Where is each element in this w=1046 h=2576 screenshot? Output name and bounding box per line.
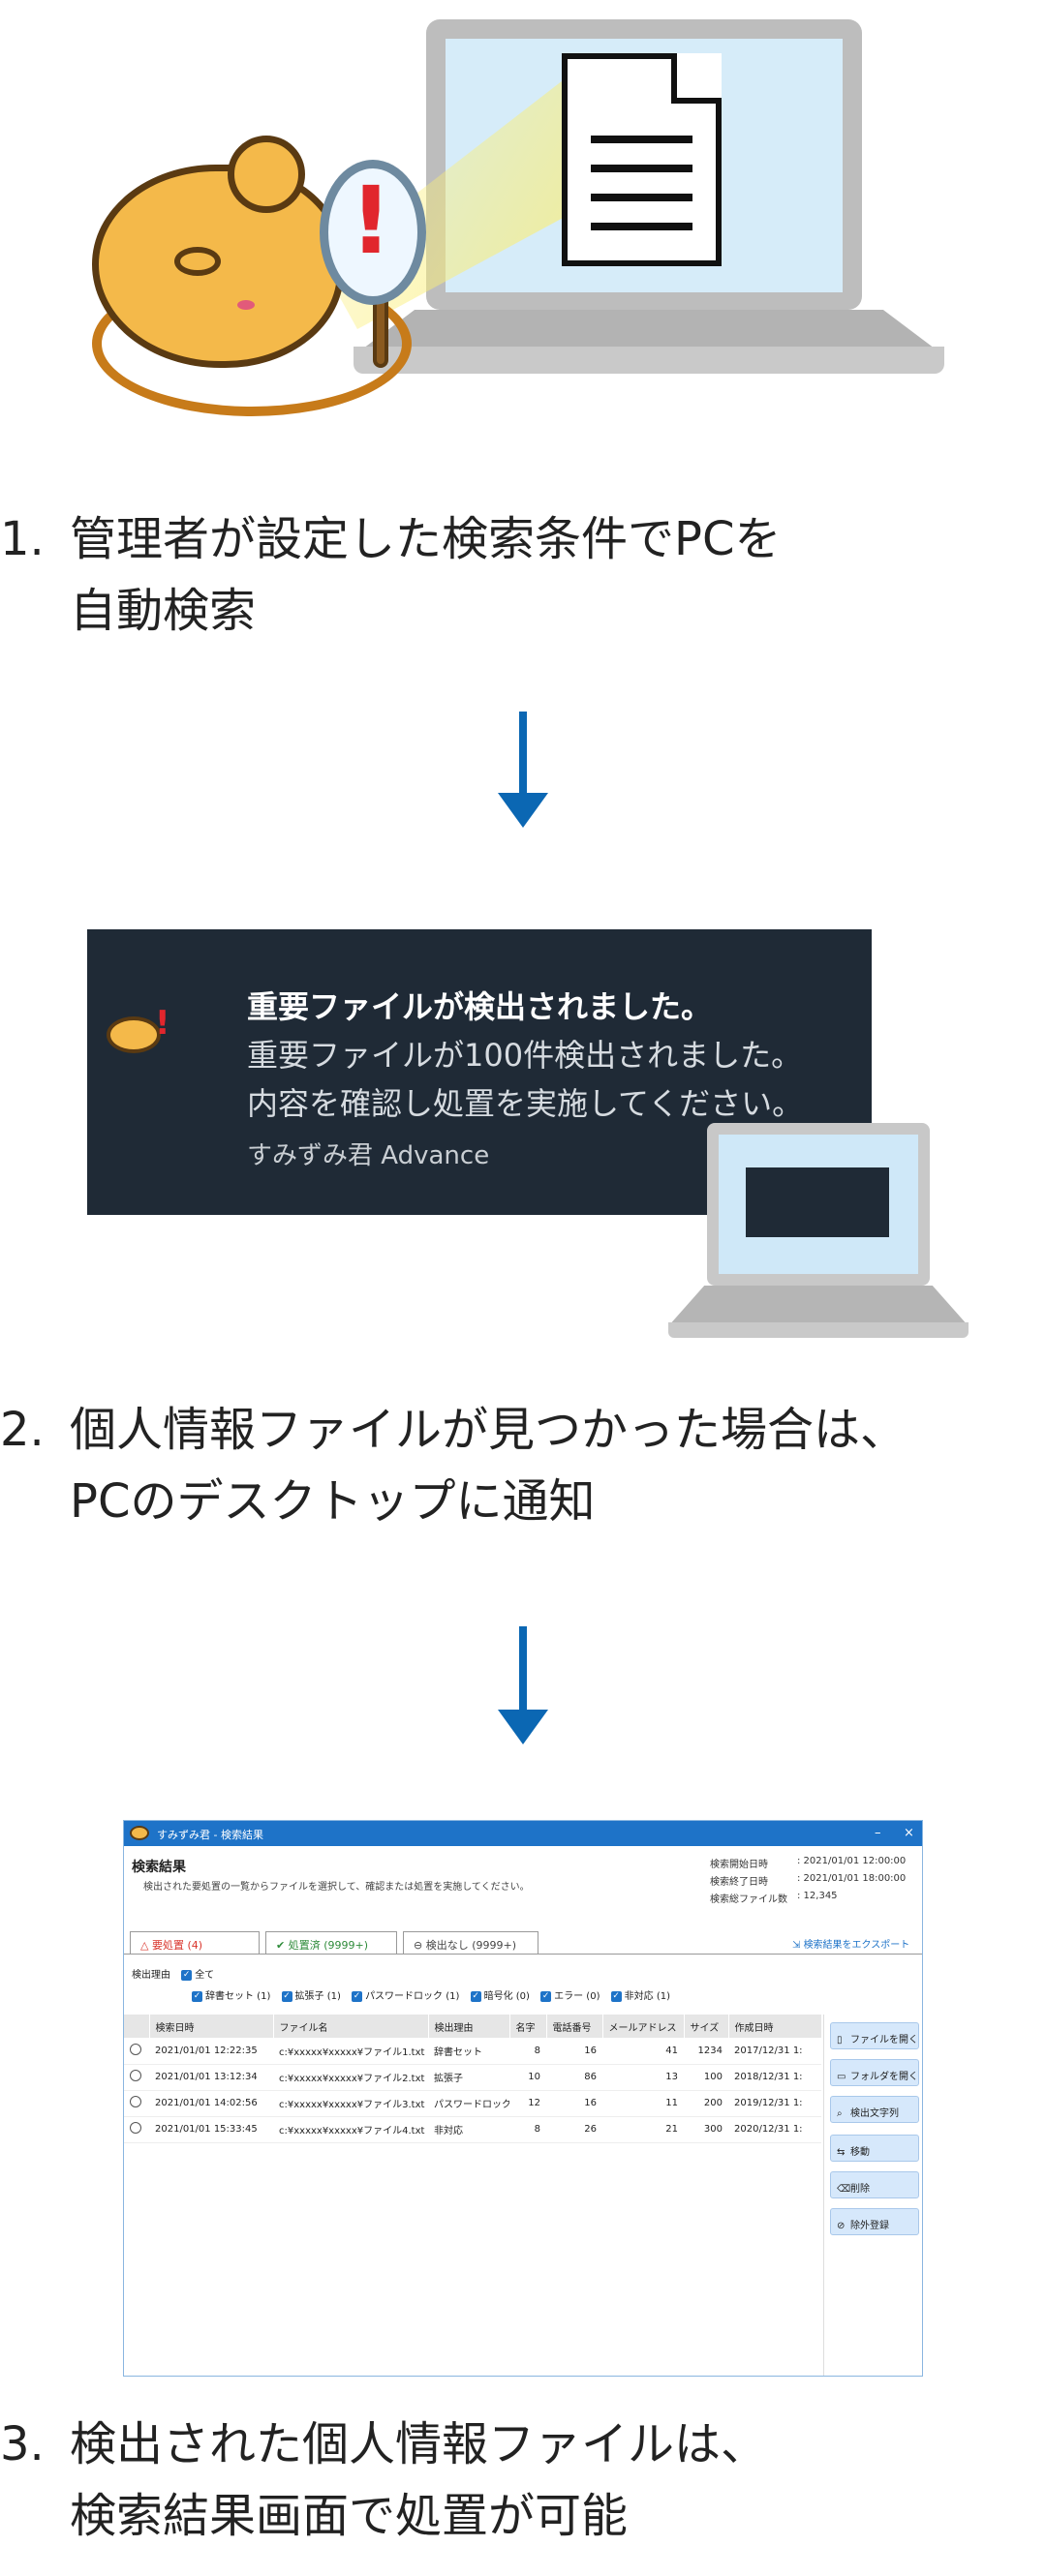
alert-icon: ! — [350, 167, 392, 275]
search-start-time: 検索開始日時: 2021/01/01 12:00:00 — [710, 1856, 907, 1870]
total-file-count: 検索総ファイル数: 12,345 — [710, 1891, 838, 1905]
folder-icon: ▭ — [837, 2072, 846, 2082]
table-row[interactable]: 2021/01/01 12:22:35 c:¥xxxxx¥xxxxx¥ファイル1… — [124, 2038, 821, 2065]
close-button[interactable]: × — [904, 1826, 914, 1840]
tab-needs-action[interactable]: △ 要処置 (4) — [130, 1931, 260, 1955]
magnifier-icon — [320, 160, 426, 305]
down-arrow-icon — [498, 712, 548, 828]
export-results-link[interactable]: ⇲ 検索結果をエクスポート — [792, 1940, 910, 1951]
open-file-button[interactable]: ▯ファイルを開く — [830, 2022, 919, 2049]
notification-body: 重要ファイルが100件検出されました。 — [247, 1037, 803, 1074]
check-icon: ✔ — [276, 1939, 286, 1952]
row-radio[interactable] — [130, 2043, 141, 2055]
warning-icon: △ — [140, 1939, 149, 1952]
step-1-caption: 1.管理者が設定した検索条件でPCを 自動検索 — [0, 512, 782, 638]
table-header: 検索日時 ファイル名 検出理由 名字 電話番号 メールアドレス サイズ 作成日時 — [124, 2015, 822, 2038]
filter-checkbox[interactable]: ✓エラー (0) — [540, 1990, 600, 2002]
page-description: 検出された要処置の一覧からファイルを選択して、確認または処置を実施してください。 — [143, 1882, 530, 1893]
detected-strings-button[interactable]: ⌕検出文字列 — [830, 2096, 919, 2123]
search-end-time: 検索終了日時: 2021/01/01 18:00:00 — [710, 1873, 907, 1888]
notification-body: 内容を確認し処置を実施してください。 — [247, 1085, 804, 1122]
tab-handled[interactable]: ✔ 処置済 (9999+) — [265, 1931, 397, 1955]
action-sidebar: ▯ファイルを開く ▭フォルダを開く ⌕検出文字列 ⇆移動 ⌫削除 ⊘除外登録 — [823, 2015, 922, 2376]
page-title: 検索結果 — [132, 1860, 186, 1875]
filter-checkbox[interactable]: ✓拡張子 (1) — [281, 1990, 341, 2002]
tab-no-detection[interactable]: ⊖ 検出なし (9999+) — [403, 1931, 538, 1955]
notification-title: 重要ファイルが検出されました。 — [247, 988, 713, 1025]
export-icon: ⇲ — [792, 1940, 804, 1951]
filter-checkbox[interactable]: ✓パスワードロック (1) — [352, 1990, 460, 2002]
step-3-caption: 3.検出された個人情報ファイルは、 検索結果画面で処置が可能 — [0, 2417, 768, 2543]
results-table: 検索日時 ファイル名 検出理由 名字 電話番号 メールアドレス サイズ 作成日時… — [124, 2015, 822, 2143]
window-title: すみずみ君 - 検索結果 — [157, 1829, 263, 1841]
window-titlebar: すみずみ君 - 検索結果 – × — [124, 1821, 922, 1846]
notification-app-name: すみずみ君 Advance — [247, 1141, 490, 1170]
row-radio[interactable] — [130, 2096, 141, 2107]
filter-checkbox[interactable]: ✓辞書セット (1) — [192, 1990, 271, 2002]
row-radio[interactable] — [130, 2070, 141, 2081]
filter-checkbox[interactable]: ✓暗号化 (0) — [470, 1990, 530, 2002]
filter-all-checkbox[interactable]: ✓全て — [181, 1969, 215, 1981]
file-icon: ▯ — [837, 2035, 843, 2046]
search-result-window: すみずみ君 - 検索結果 – × 検索結果 検出された要処置の一覧からファイルを… — [123, 1820, 923, 2377]
filter-checkbox[interactable]: ✓非対応 (1) — [610, 1990, 670, 2002]
mascot-mouse-icon — [130, 1826, 149, 1840]
table-row[interactable]: 2021/01/01 15:33:45 c:¥xxxxx¥xxxxx¥ファイル4… — [124, 2116, 821, 2143]
filter-label: 検出理由 ✓全て — [132, 1969, 215, 1981]
table-row[interactable]: 2021/01/01 13:12:34 c:¥xxxxx¥xxxxx¥ファイル2… — [124, 2064, 821, 2091]
move-icon: ⇆ — [837, 2147, 846, 2158]
exclude-register-button[interactable]: ⊘除外登録 — [830, 2208, 919, 2235]
mascot-mouse-icon: ! — [107, 1007, 174, 1055]
exclude-icon: ⊘ — [837, 2221, 846, 2231]
search-text-icon: ⌕ — [837, 2108, 843, 2119]
delete-button[interactable]: ⌫削除 — [830, 2171, 919, 2198]
filter-checkboxes: ✓辞書セット (1) ✓拡張子 (1) ✓パスワードロック (1) ✓暗号化 (… — [192, 1987, 678, 2002]
trash-icon: ⌫ — [837, 2184, 851, 2195]
move-button[interactable]: ⇆移動 — [830, 2135, 919, 2162]
row-radio[interactable] — [130, 2122, 141, 2134]
minus-circle-icon: ⊖ — [414, 1939, 423, 1952]
down-arrow-icon — [498, 1626, 548, 1747]
search-illustration: ! — [92, 19, 964, 426]
step-2-caption: 2.個人情報ファイルが見つかった場合は、 PCのデスクトップに通知 — [0, 1403, 908, 1529]
open-folder-button[interactable]: ▭フォルダを開く — [830, 2059, 919, 2086]
table-row[interactable]: 2021/01/01 14:02:56 c:¥xxxxx¥xxxxx¥ファイル3… — [124, 2090, 821, 2117]
minimize-button[interactable]: – — [875, 1826, 881, 1840]
laptop-icon — [668, 1123, 969, 1346]
